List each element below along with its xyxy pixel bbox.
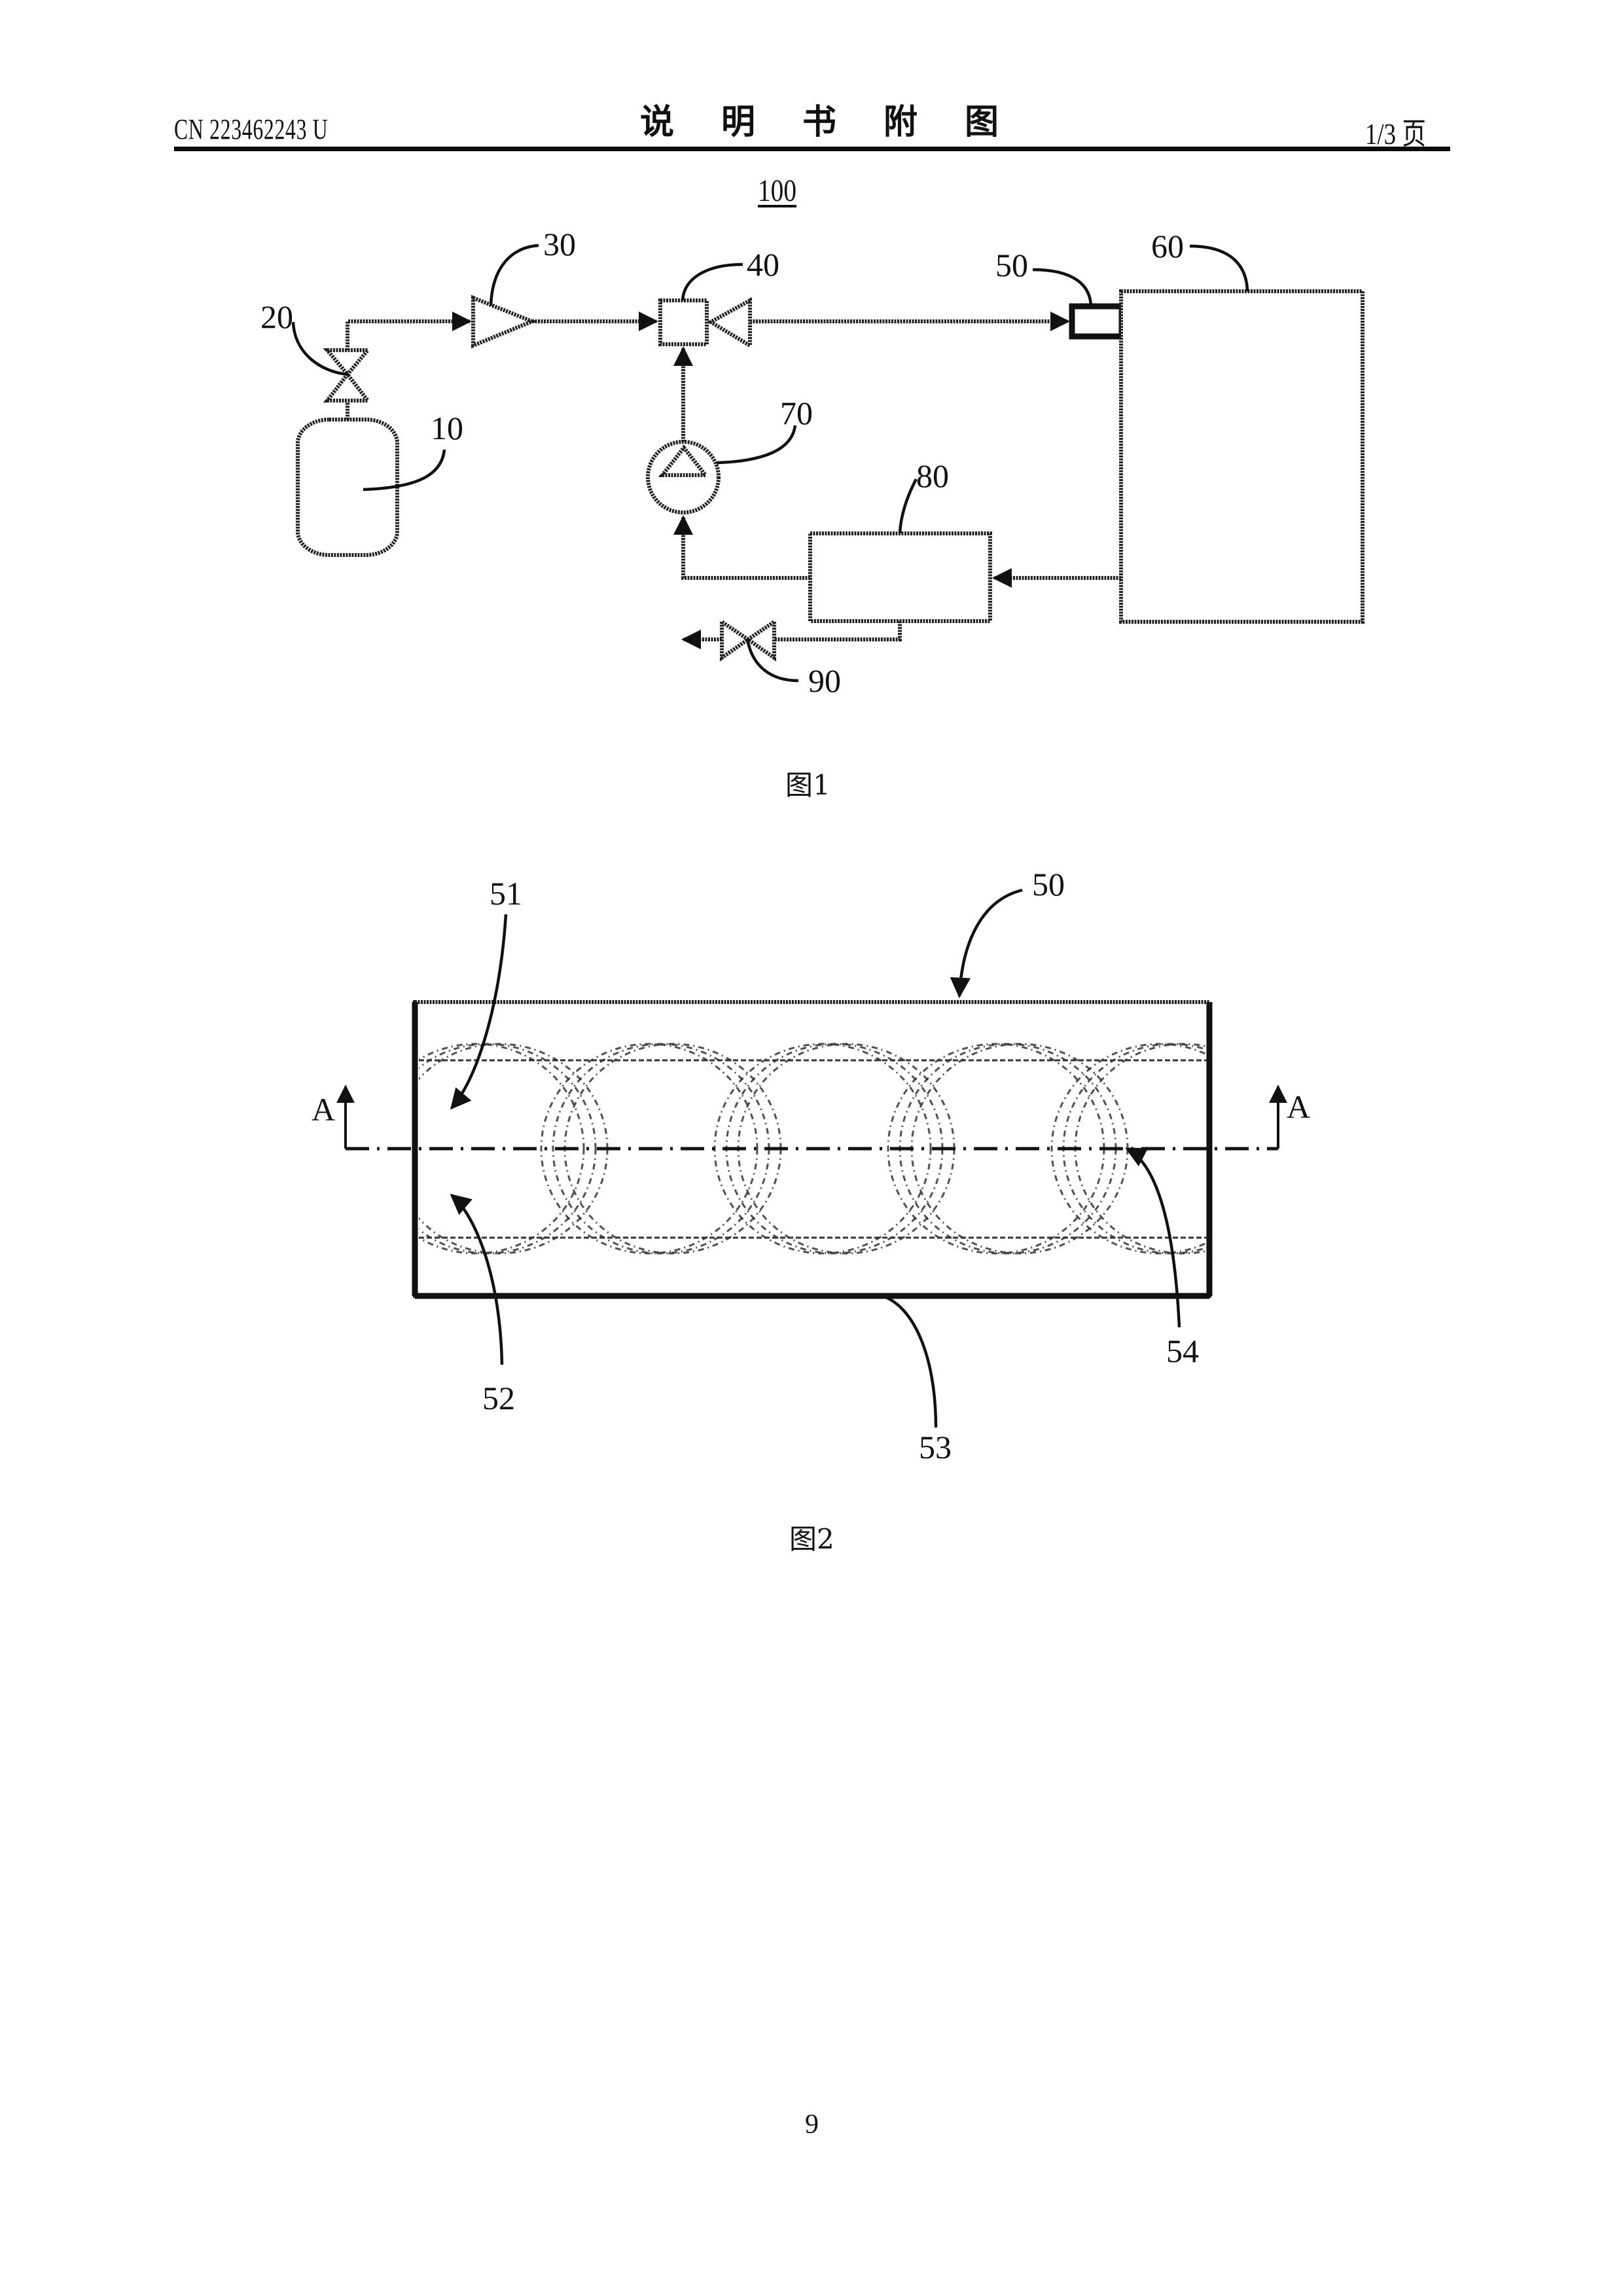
leader-51 xyxy=(450,914,508,1110)
pipe-separator-to-pump xyxy=(673,515,810,580)
separator-80 xyxy=(808,531,992,623)
label-53: 53 xyxy=(919,1429,952,1465)
helix-loop xyxy=(540,1043,758,1255)
label-10: 10 xyxy=(431,410,463,446)
section-label-left: A xyxy=(312,1091,335,1128)
label-20: 20 xyxy=(260,298,293,335)
leader-10 xyxy=(363,449,446,492)
leader-80 xyxy=(898,478,918,534)
label-90: 90 xyxy=(808,662,841,699)
compressor-30-icon xyxy=(471,295,537,349)
label-50-fig2: 50 xyxy=(1032,866,1065,903)
leader-50 xyxy=(1032,268,1093,307)
label-80: 80 xyxy=(916,457,949,494)
patent-number: CN 223462243 U xyxy=(174,113,329,145)
page-title: 说明书附图 xyxy=(640,103,1046,142)
figure-2-caption: 图2 xyxy=(789,1523,834,1555)
figure-1-caption: 图1 xyxy=(785,769,830,801)
leader-90 xyxy=(745,639,799,683)
leader-40 xyxy=(681,262,743,301)
nozzle-50 xyxy=(1069,303,1125,340)
header-rule xyxy=(174,147,1450,151)
helix-loop xyxy=(1050,1043,1207,1255)
leader-50-fig2 xyxy=(950,888,1023,999)
valve-20-icon xyxy=(323,348,372,403)
chamber-60 xyxy=(1119,289,1364,624)
pipe-valve-to-compressor xyxy=(346,312,472,350)
leader-52 xyxy=(450,1193,504,1365)
helix-loop xyxy=(419,1043,585,1255)
assembly-number: 100 xyxy=(758,173,797,208)
label-30: 30 xyxy=(543,226,576,262)
page-count: 1/3 页 xyxy=(1365,117,1427,151)
label-51: 51 xyxy=(490,875,522,912)
label-52: 52 xyxy=(482,1380,515,1416)
section-label-right: A xyxy=(1287,1088,1310,1125)
leader-20 xyxy=(291,321,348,376)
leader-30 xyxy=(489,243,539,306)
label-60: 60 xyxy=(1151,228,1184,264)
pipe-separator-drain xyxy=(774,621,902,641)
figure-2-diagram: 51 50 52 53 54 A A xyxy=(312,866,1310,1465)
pump-triangle-icon xyxy=(658,444,710,477)
leader-70 xyxy=(716,425,797,465)
label-50: 50 xyxy=(995,247,1028,283)
leader-54 xyxy=(1125,1147,1181,1328)
helix-loop xyxy=(419,1043,597,1255)
page-number: 9 xyxy=(805,2109,819,2140)
leader-60 xyxy=(1189,244,1249,292)
leader-53 xyxy=(882,1294,938,1428)
check-valve-icon xyxy=(706,296,752,350)
label-54: 54 xyxy=(1166,1333,1199,1369)
mixer-40 xyxy=(658,298,709,346)
label-40: 40 xyxy=(747,246,779,283)
label-70: 70 xyxy=(780,395,813,431)
